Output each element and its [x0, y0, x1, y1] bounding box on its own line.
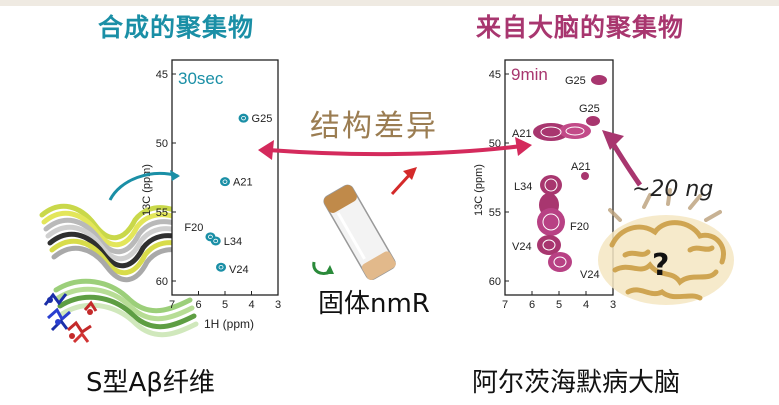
right-contours	[533, 75, 607, 272]
title-brain-aggregates: 来自大脑的聚集物	[476, 13, 685, 42]
brain-illustration: ?	[598, 188, 734, 305]
x-tick-label: 3	[275, 299, 281, 311]
right-y-axis-label: 13C (ppm)	[473, 164, 485, 216]
x-tick-label: 5	[556, 299, 562, 311]
right-peak-label: A21	[512, 128, 532, 140]
left-peak-label: V24	[229, 264, 249, 276]
right-peak-label: A21	[571, 161, 591, 173]
left-peak	[210, 236, 221, 246]
left-y-ticks: 45 50 55 60	[156, 69, 176, 288]
x-tick-label: 5	[222, 299, 228, 311]
left-peak-label: L34	[224, 236, 242, 248]
left-time-label: 30sec	[178, 69, 224, 88]
y-tick-label: 45	[156, 69, 168, 81]
brain-question-mark: ?	[652, 248, 669, 283]
left-peak-label: F20	[184, 222, 203, 234]
caption-fibril: S型Aβ纤维	[86, 368, 215, 398]
left-peak-label: A21	[233, 177, 253, 189]
left-peak	[238, 113, 249, 123]
right-peak-label: V24	[512, 241, 532, 253]
x-tick-label: 4	[248, 299, 254, 311]
x-tick-label: 4	[583, 299, 589, 311]
right-peak-label: G25	[565, 75, 586, 87]
right-peak-label: L34	[514, 181, 532, 193]
x-tick-label: 7	[169, 299, 175, 311]
top-strip	[0, 0, 779, 6]
teal-arrow	[108, 172, 179, 201]
fibril-illustration	[39, 203, 220, 344]
right-peak-label: F20	[570, 221, 589, 233]
handwritten-note: ~20 ng	[632, 177, 713, 202]
right-x-ticks: 7 6 5 4 3	[502, 291, 616, 311]
instrument-label: 固体nmR	[318, 289, 430, 319]
caption-alzheimer-brain: 阿尔茨海默病大脑	[472, 368, 681, 398]
structural-difference-label: 结构差异	[310, 109, 438, 144]
right-time-label: 9min	[511, 65, 548, 84]
title-synthetic-aggregates: 合成的聚集物	[98, 13, 255, 42]
left-peak	[216, 262, 227, 272]
y-tick-label: 50	[156, 138, 168, 150]
y-tick-label: 55	[156, 207, 168, 219]
x-tick-label: 6	[529, 299, 535, 311]
left-x-axis-label: 1H (ppm)	[204, 317, 254, 331]
x-tick-label: 7	[502, 299, 508, 311]
x-tick-label: 3	[610, 299, 616, 311]
left-y-axis-label: 13C (ppm)	[141, 164, 153, 216]
y-tick-label: 60	[156, 276, 168, 288]
y-tick-label: 45	[489, 69, 501, 81]
left-peak	[220, 177, 230, 187]
double-arrow	[258, 137, 532, 160]
y-tick-label: 60	[489, 276, 501, 288]
right-peak-label: V24	[580, 269, 600, 281]
y-tick-label: 55	[489, 207, 501, 219]
right-peak-label: G25	[579, 103, 600, 115]
left-x-ticks: 7 6 5 4 3	[169, 291, 281, 311]
x-tick-label: 6	[195, 299, 201, 311]
nmr-tube	[323, 184, 396, 281]
left-peak-label: G25	[252, 113, 273, 125]
right-peak-labels: G25 G25 A21 A21 L34 F20 V24 V24	[512, 75, 600, 281]
